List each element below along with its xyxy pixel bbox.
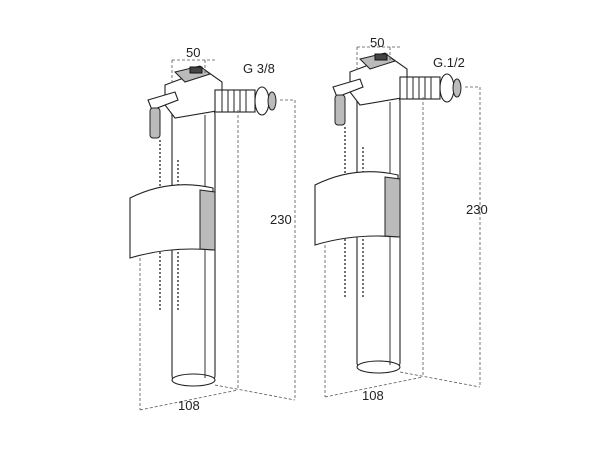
- depth-dimension-left: 108: [178, 398, 200, 413]
- valve-right: [314, 46, 481, 398]
- height-dimension-left: 230: [270, 212, 292, 227]
- thread-label-right: G.1/2: [433, 55, 465, 70]
- height-dimension-right: 230: [466, 202, 488, 217]
- depth-dimension-right: 108: [362, 388, 384, 403]
- width-dimension-right: 50: [370, 35, 384, 50]
- valve-left: [129, 59, 296, 411]
- thread-label-left: G 3/8: [243, 61, 275, 76]
- width-dimension-left: 50: [186, 45, 200, 60]
